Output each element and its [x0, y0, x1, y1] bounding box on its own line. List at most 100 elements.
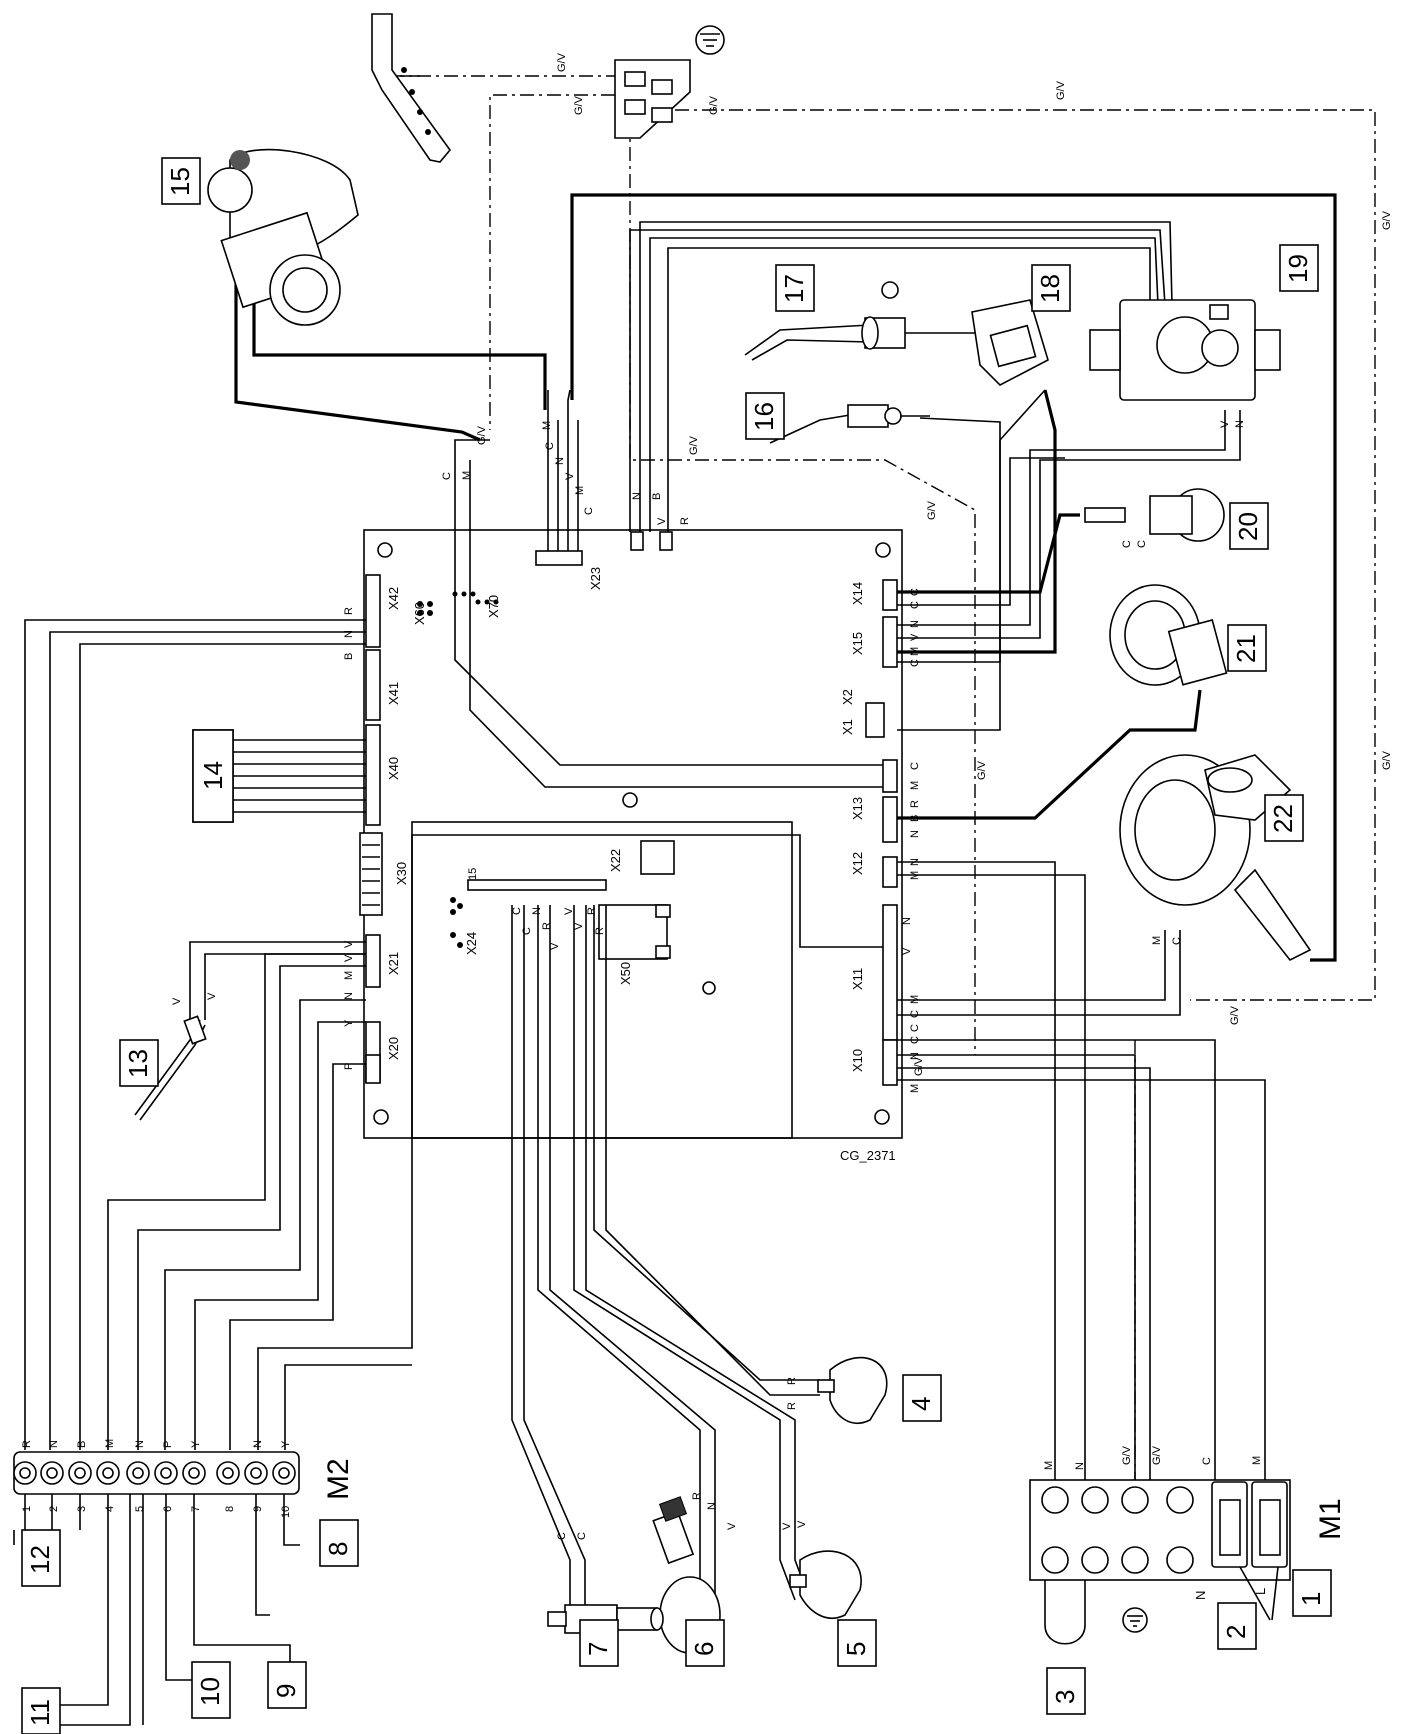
- ignition-transformer: [971, 299, 1049, 386]
- callout-10: 10: [191, 1661, 231, 1719]
- wire-gv-3: G/V: [708, 95, 720, 115]
- earth-bracket: [371, 13, 452, 163]
- outdoor-sensor: [134, 1015, 207, 1121]
- gas-valve: [1089, 299, 1281, 401]
- wire-gv-10: G/V: [688, 435, 700, 455]
- combustion-fan: [1119, 754, 1312, 962]
- x21-v2: V: [343, 954, 355, 962]
- m2-wire-6: P: [162, 1441, 174, 1448]
- m2-wire-labels: R N B M N P Y N Y: [21, 1439, 292, 1448]
- control-board: [359, 529, 903, 1139]
- s5-v2: V: [796, 1520, 808, 1528]
- x15-m: M: [909, 647, 921, 656]
- wires: [24, 75, 1376, 1620]
- wire-m-x23: M: [541, 421, 553, 430]
- x13-r: R: [909, 800, 921, 808]
- x13-m: M: [909, 781, 921, 790]
- svg-text:6: 6: [689, 1642, 719, 1656]
- x13-label: X13: [850, 797, 865, 820]
- callout-21: 21: [1227, 624, 1267, 672]
- svg-text:10: 10: [195, 1677, 225, 1706]
- m2-pos-2: 2: [48, 1506, 60, 1512]
- x12-label: X12: [850, 852, 865, 875]
- callout-2: 2: [1217, 1602, 1257, 1650]
- x21-v1: V: [343, 940, 355, 948]
- x24-r2: R: [586, 907, 598, 915]
- sensor13-v1: V: [171, 997, 183, 1005]
- x10-label: X10: [850, 1049, 865, 1072]
- svg-text:16: 16: [749, 402, 779, 431]
- svg-text:18: 18: [1035, 274, 1065, 303]
- m2-pos-10: 10: [280, 1506, 292, 1518]
- x14-c1: C: [909, 588, 921, 596]
- sensor-5: [789, 1550, 862, 1620]
- wire-r-top: R: [679, 517, 691, 525]
- x60-label: X60: [412, 602, 427, 625]
- wire-gv-6: G/V: [1381, 750, 1393, 770]
- m1-n-label: N: [1193, 1591, 1208, 1600]
- x30-label: X30: [394, 862, 409, 885]
- fan-c: C: [1171, 937, 1183, 945]
- x24-c2: C: [521, 927, 533, 935]
- x50-label: X50: [618, 962, 633, 985]
- x10-gv: G/V: [913, 1056, 925, 1076]
- x10-n: N: [909, 1052, 921, 1060]
- x24-v3: V: [573, 922, 585, 930]
- m1-l-label: L: [1253, 1588, 1268, 1595]
- callout-5: 5: [837, 1619, 877, 1667]
- x42-n: N: [343, 630, 355, 638]
- callout-13: 13: [119, 1039, 159, 1087]
- x12-n2: N: [901, 917, 913, 925]
- x24-r: R: [541, 922, 553, 930]
- wire-n-19: N: [1234, 420, 1246, 428]
- x12-n: N: [909, 858, 921, 866]
- x70-label: X70: [486, 595, 501, 618]
- x11-label: X11: [850, 968, 865, 990]
- m2-pos-6: 6: [162, 1506, 174, 1512]
- x10-c: C: [909, 1036, 921, 1044]
- svg-text:15: 15: [165, 167, 195, 196]
- x22-label: X22: [608, 849, 623, 872]
- svg-text:14: 14: [198, 761, 228, 790]
- x13-b: B: [909, 815, 921, 822]
- ignition-electrode: [744, 281, 975, 361]
- wire-gv-1: G/V: [556, 52, 568, 72]
- x11-c2: C: [909, 1024, 921, 1032]
- m2-wire-7: Y: [190, 1440, 202, 1448]
- m1-c: C: [1201, 1457, 1213, 1465]
- drawing-code: CG_2371: [840, 1148, 896, 1163]
- x12-m: M: [909, 871, 921, 880]
- m2-pos-7: 7: [190, 1506, 202, 1512]
- svg-text:20: 20: [1233, 512, 1263, 541]
- s6-r: R: [691, 1492, 703, 1500]
- x24-label: X24: [464, 932, 479, 955]
- x21-n: N: [343, 992, 355, 1000]
- x15-c: C: [909, 659, 921, 667]
- s4-r2: R: [786, 1402, 798, 1410]
- wire-n-x23: N: [554, 457, 566, 465]
- svg-text:1: 1: [1296, 1592, 1326, 1606]
- svg-text:22: 22: [1268, 804, 1298, 833]
- callout-11: 11: [21, 1687, 61, 1734]
- s6-n: N: [706, 1502, 718, 1510]
- x13-n: N: [909, 830, 921, 838]
- wire-m-x23b: M: [574, 486, 586, 495]
- m1-n: N: [1074, 1462, 1086, 1470]
- m2-pos-4: 4: [104, 1506, 116, 1512]
- wire-gv-2: G/V: [573, 95, 585, 115]
- wire-b-top: B: [651, 493, 663, 500]
- x24-c: C: [511, 907, 523, 915]
- x13-c: C: [909, 762, 921, 770]
- x20-label: X20: [386, 1037, 401, 1060]
- callout-22: 22: [1264, 794, 1304, 842]
- fan-m: M: [1151, 936, 1163, 945]
- callout-17: 17: [775, 264, 815, 312]
- m2-pos-1: 1: [21, 1506, 33, 1512]
- x24-r3: R: [594, 927, 606, 935]
- x21-label: X21: [386, 952, 401, 975]
- wire-v-19: V: [1219, 420, 1231, 428]
- m2-wire-1: R: [21, 1440, 33, 1448]
- m2-wire-5: N: [134, 1440, 146, 1448]
- wire-c-20a: C: [1121, 540, 1133, 548]
